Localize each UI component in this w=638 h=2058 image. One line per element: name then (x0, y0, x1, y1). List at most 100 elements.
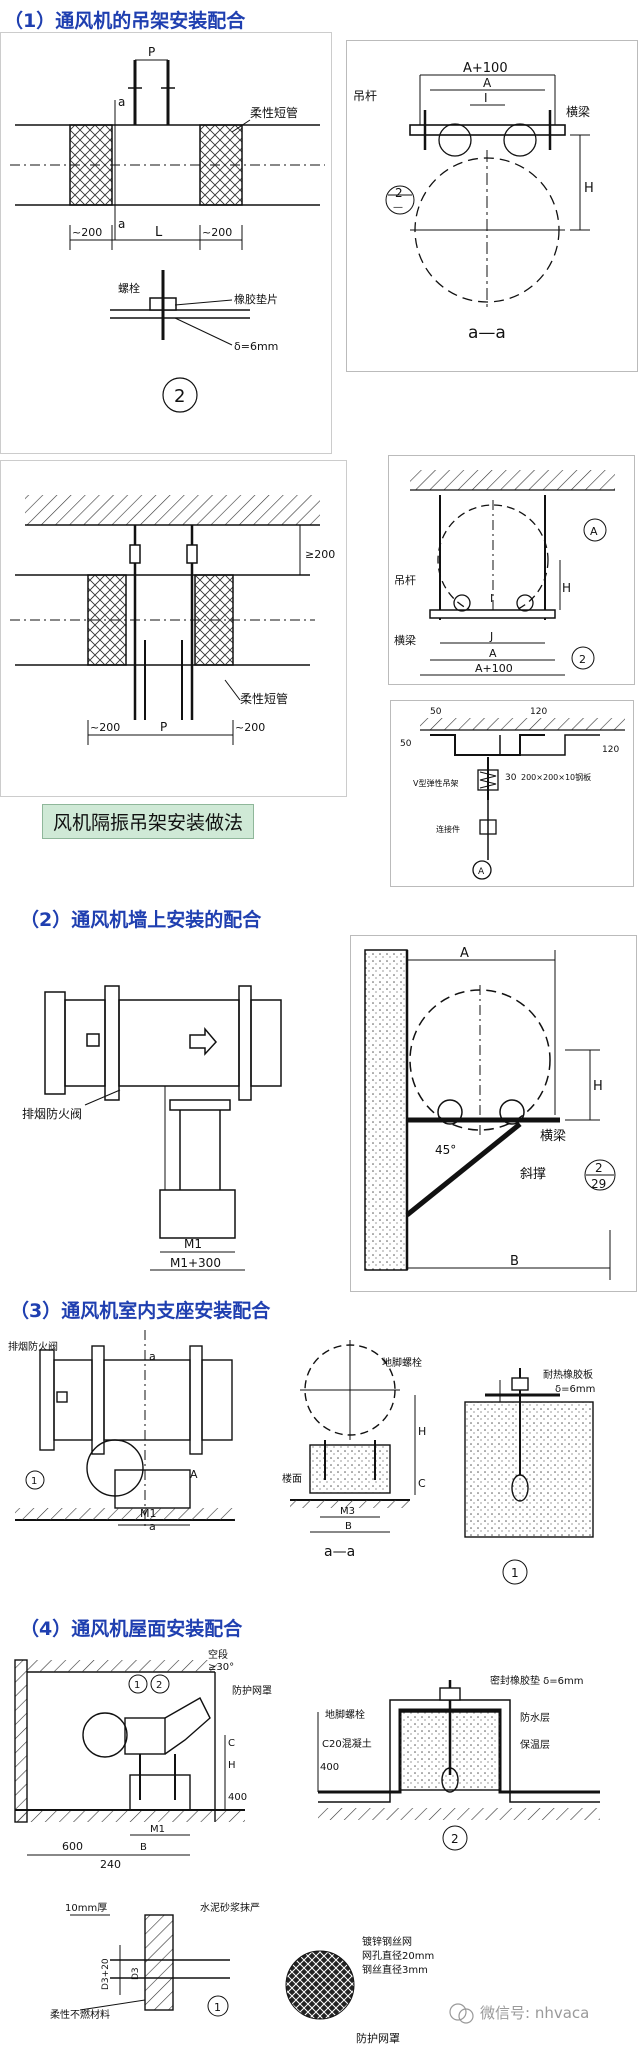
s4-c: C (228, 1738, 235, 1749)
s1-tr-beam: 横梁 (566, 104, 590, 119)
s4-m1: M1 (150, 1824, 165, 1835)
s4-insulation: 保温层 (520, 1738, 550, 1751)
s4-d3: D3 (131, 1967, 141, 1980)
s1-tr-i: I (484, 91, 488, 105)
s1-tl-delta: δ=6mm (234, 340, 278, 353)
s2-angle: 45° (435, 1143, 456, 1157)
s1-tl-flex: 柔性短管 (250, 105, 298, 120)
s1-tl-ref-circle (162, 377, 198, 413)
s3-floor: 楼面 (282, 1472, 302, 1485)
s3-ref: 1 (31, 1476, 37, 1487)
s1-dt-ref: A (478, 867, 485, 877)
s4-left-diagram (14, 1659, 245, 1856)
s3-c: C (418, 1477, 426, 1490)
section-title-4: （4）通风机屋面安装配合 (20, 1618, 243, 1640)
s4-circle1: 1 (214, 2001, 221, 2014)
s4-waterproof: 防水层 (520, 1711, 550, 1724)
s1-tl-l: L (155, 225, 163, 240)
s1-ml-flex: 柔性短管 (240, 691, 288, 706)
s1-tl-bolt: 螺栓 (118, 281, 140, 295)
s2-h: H (593, 1079, 603, 1094)
watermark: 微信号: nhvaca (449, 2003, 589, 2024)
s4-d3-20: D3+20 (101, 1958, 111, 1990)
s4-fill: 柔性不燃材料 (50, 2008, 110, 2021)
s1-tr-ref-top: 2 (395, 186, 403, 200)
panel-s1-top-left (0, 32, 332, 454)
s3-circle: 1 (511, 1566, 519, 1580)
s3-left-diagram (15, 1330, 235, 1530)
s1-dt-d50: 50 (430, 707, 442, 717)
s1-top-right-diagram (388, 74, 590, 310)
s1-mr-a100: A+100 (475, 662, 513, 675)
panel-s1-mid-right (388, 455, 635, 685)
s1-ml-d200b: ~200 (235, 721, 265, 734)
s2-a: A (460, 946, 469, 961)
s1-ml-d200a: ~200 (90, 721, 120, 734)
s3-anchor: 地脚螺栓 (382, 1356, 422, 1369)
s1-tl-p: P (148, 45, 155, 59)
s4-screen: 防护网罩 (232, 1684, 272, 1697)
section-title-1: （1）通风机的吊架安装配合 (4, 10, 246, 32)
s3-delta: δ=6mm (555, 1384, 595, 1395)
s3-h: H (418, 1425, 426, 1438)
panel-s1-detail (390, 700, 634, 887)
s2-fire-damper: 排烟防火阀 (22, 1106, 82, 1121)
s3-section: a—a (324, 1544, 355, 1560)
s1-mid-right-diagram (410, 470, 615, 676)
s1-tr-h: H (584, 181, 594, 196)
s1-top-left-diagram (10, 59, 325, 346)
s4-mortar: 水泥砂浆抹严 (200, 1901, 260, 1914)
s4-angle: ≥30° (208, 1662, 234, 1673)
s1-tl-pad: 橡胶垫片 (234, 292, 278, 306)
s1-mr-beam: 横梁 (394, 633, 416, 647)
section-title-2: （2）通风机墙上安装的配合 (20, 909, 262, 931)
s4-bottom-left-diagram (70, 1914, 230, 2011)
s1-tl-la2: a (118, 217, 125, 231)
s1-mr-j: J (489, 630, 493, 643)
s2-ref-bot: 29 (591, 1177, 606, 1191)
s1-tl-la: a (118, 95, 125, 109)
watermark-text: 微信号: nhvaca (480, 2004, 589, 2022)
s3-la2: a (149, 1520, 156, 1533)
s2-m1: M1 (184, 1237, 202, 1251)
s1-mr-ref2: 2 (579, 653, 586, 666)
s1-dt-conn: 连接件 (436, 824, 460, 834)
s1-detail-diagram (420, 718, 625, 880)
s2-b: B (510, 1254, 519, 1269)
s4-anchor: 地脚螺栓 (325, 1708, 365, 1721)
s1-dt-plate: 200×200×10钢板 (521, 772, 591, 782)
s2-m1-300: M1+300 (170, 1256, 221, 1270)
s4-thick10: 10mm厚 (65, 1902, 107, 1914)
s3-m3: M3 (340, 1506, 355, 1517)
s4-h: H (228, 1760, 236, 1771)
s4-ref2: 2 (156, 1680, 162, 1691)
s4-mesh1: 镀锌钢丝网 (362, 1935, 412, 1948)
s1-tl-d200b: ~200 (202, 226, 232, 239)
s4-screen2: 防护网罩 (356, 2031, 400, 2045)
caption-label: 风机隔振吊架安装做法 (42, 804, 255, 839)
s1-tl-d200a: ~200 (72, 226, 102, 239)
s4-right-diagram (317, 1680, 600, 1820)
s3-fire-damper: 排烟防火阀 (8, 1340, 58, 1353)
s1-tr-a100: A+100 (463, 61, 508, 76)
s4-d600: 600 (62, 1840, 83, 1853)
s4-mesh3: 钢丝直径3mm (362, 1963, 428, 1976)
s1-ml-p: P (160, 720, 167, 734)
s1-dt-d50b: 50 (400, 739, 412, 749)
s1-mr-i: I (490, 592, 493, 605)
s3-m1: M1 (140, 1507, 157, 1520)
s2-ref-top: 2 (595, 1161, 603, 1175)
s3-right-diagram (464, 1368, 594, 1538)
s4-ref1: 1 (134, 1680, 140, 1691)
s1-mid-left-diagram (10, 495, 320, 745)
s4-d400: 400 (228, 1792, 247, 1803)
s2-brace: 斜撑 (520, 1167, 546, 1182)
section-title-3: （3）通风机室内支座安装配合 (10, 1300, 271, 1322)
s4-d400b: 400 (320, 1762, 339, 1773)
s4-circle: 2 (451, 1832, 459, 1846)
s3-mid-diagram (290, 1340, 416, 1533)
s4-b: B (140, 1842, 147, 1853)
s1-tr-section: a—a (468, 323, 506, 343)
s1-mr-a: A (489, 647, 497, 660)
s4-d240: 240 (100, 1858, 121, 1871)
